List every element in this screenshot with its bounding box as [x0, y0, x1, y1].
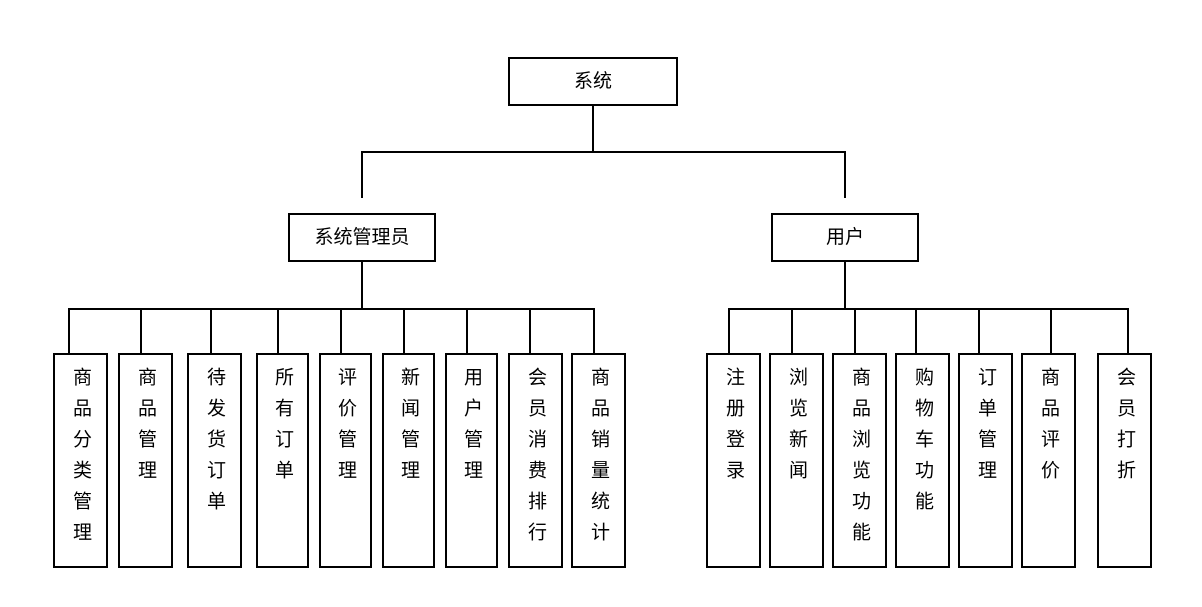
user-child-node: 会员打折 — [1097, 353, 1152, 568]
admin-child-node: 所有订单 — [256, 353, 309, 568]
connector-user-up — [844, 151, 846, 198]
connector-admin-child-5 — [340, 308, 342, 354]
user-node: 用户 — [771, 213, 919, 262]
user-child-label: 商品浏览功能 — [849, 367, 871, 553]
admin-child-node: 新闻管理 — [382, 353, 435, 568]
user-child-label: 订单管理 — [975, 367, 997, 491]
admin-child-label: 商品分类管理 — [70, 367, 92, 553]
user-node-label: 用户 — [825, 226, 864, 248]
user-child-label: 商品评价 — [1038, 367, 1060, 491]
connector-admin-down — [361, 260, 363, 309]
admin-child-label: 用户管理 — [461, 367, 483, 491]
user-child-node: 浏览新闻 — [769, 353, 824, 568]
admin-node: 系统管理员 — [288, 213, 436, 262]
connector-user-bus — [728, 308, 1129, 310]
admin-child-label: 商品销量统计 — [588, 367, 610, 553]
user-child-node: 订单管理 — [958, 353, 1013, 568]
user-child-node: 注册登录 — [706, 353, 761, 568]
admin-child-label: 新闻管理 — [398, 367, 420, 491]
connector-root-down — [592, 104, 594, 152]
user-child-node: 购物车功能 — [895, 353, 950, 568]
connector-user-down — [844, 260, 846, 309]
admin-child-label: 待发货订单 — [204, 367, 226, 522]
connector-user-child-7 — [1127, 308, 1129, 354]
connector-user-child-3 — [854, 308, 856, 354]
user-child-label: 购物车功能 — [912, 367, 934, 522]
connector-admin-child-6 — [403, 308, 405, 354]
user-child-node: 商品浏览功能 — [832, 353, 887, 568]
connector-admin-child-7 — [466, 308, 468, 354]
connector-level1-bus — [361, 151, 846, 153]
connector-admin-up — [361, 151, 363, 198]
admin-child-node: 商品销量统计 — [571, 353, 626, 568]
admin-child-node: 用户管理 — [445, 353, 498, 568]
connector-admin-child-1 — [68, 308, 70, 354]
admin-child-node: 待发货订单 — [187, 353, 242, 568]
user-child-label: 浏览新闻 — [786, 367, 808, 491]
admin-child-label: 商品管理 — [135, 367, 157, 491]
connector-admin-child-2 — [140, 308, 142, 354]
connector-admin-child-3 — [210, 308, 212, 354]
admin-child-label: 会员消费排行 — [525, 367, 547, 553]
connector-admin-child-8 — [529, 308, 531, 354]
admin-node-label: 系统管理员 — [314, 226, 410, 248]
connector-admin-child-9 — [593, 308, 595, 354]
connector-user-child-4 — [915, 308, 917, 354]
root-node: 系统 — [508, 57, 678, 106]
connector-user-child-1 — [728, 308, 730, 354]
admin-child-node: 商品分类管理 — [53, 353, 108, 568]
connector-user-child-2 — [791, 308, 793, 354]
user-child-label: 注册登录 — [723, 367, 745, 491]
user-child-node: 商品评价 — [1021, 353, 1076, 568]
admin-child-node: 商品管理 — [118, 353, 173, 568]
connector-admin-bus — [68, 308, 595, 310]
admin-child-node: 会员消费排行 — [508, 353, 563, 568]
root-node-label: 系统 — [573, 70, 612, 92]
admin-child-label: 评价管理 — [335, 367, 357, 491]
admin-child-node: 评价管理 — [319, 353, 372, 568]
connector-admin-child-4 — [277, 308, 279, 354]
admin-child-label: 所有订单 — [272, 367, 294, 491]
user-child-label: 会员打折 — [1114, 367, 1136, 491]
connector-user-child-5 — [978, 308, 980, 354]
connector-user-child-6 — [1050, 308, 1052, 354]
